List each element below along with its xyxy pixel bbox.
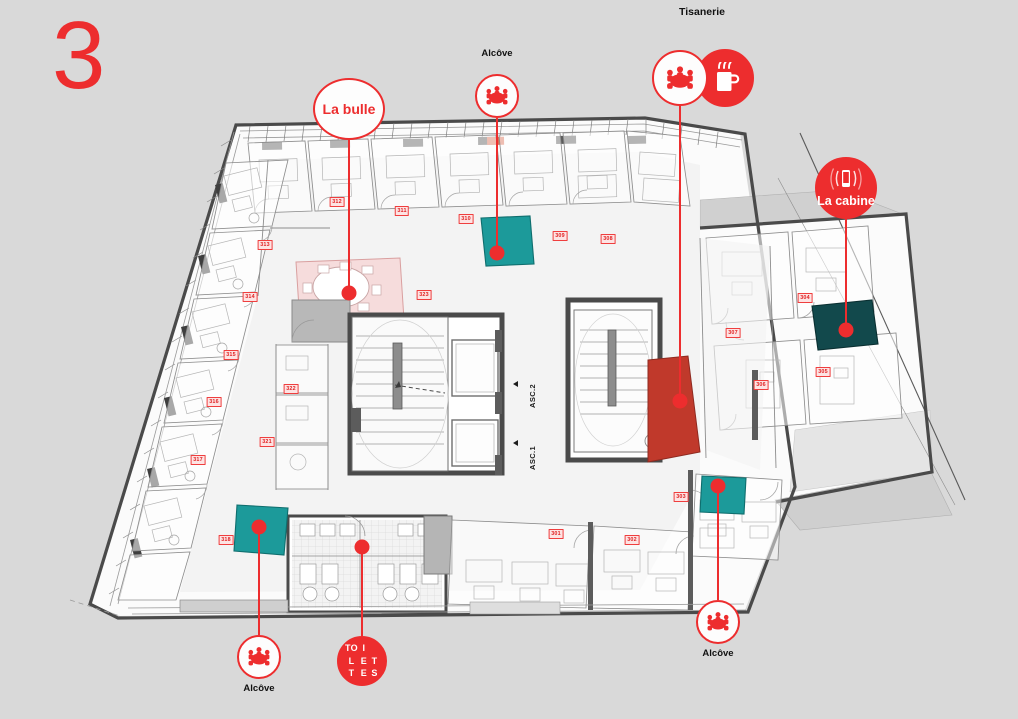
room-alcove-top	[480, 215, 535, 267]
room-number-tag: 316	[206, 397, 222, 407]
room-number-tag: 321	[259, 437, 275, 447]
leader-dot-alcove-bottom-right	[710, 478, 726, 494]
floor-number: 3	[52, 2, 105, 109]
leader-dot-toilettes	[354, 539, 370, 555]
room-number-tag: 305	[815, 367, 831, 377]
toilettes-cell: S	[371, 668, 378, 678]
toilettes-grid-icon: TO I L E T T E S	[345, 643, 379, 679]
marker-toilettes[interactable]: TO I L E T T E S	[337, 636, 387, 686]
marker-caption-alcove-top: Alcôve	[481, 48, 513, 59]
leader-dot-alcove-bottom-left	[251, 519, 267, 535]
toilettes-cell: T	[371, 655, 378, 666]
meeting-table-icon	[484, 85, 510, 107]
marker-label-la-bulle: La bulle	[322, 101, 376, 117]
tisanerie-meeting-circle	[652, 50, 708, 106]
coffee-cup-icon	[710, 62, 740, 94]
room-number-tag: 322	[283, 384, 299, 394]
room-number-tag: 312	[329, 197, 345, 207]
marker-la-cabine[interactable]: La cabine	[815, 157, 877, 219]
leader-line-la-cabine	[845, 218, 848, 330]
toilettes-cell: I	[362, 643, 366, 653]
room-number-tag: 314	[242, 292, 258, 302]
room-number-tag: 302	[624, 535, 640, 545]
leader-line-alcove-bottom-right	[717, 486, 720, 600]
room-number-tag: 308	[600, 234, 616, 244]
marker-caption-alcove-bottom-right: Alcôve	[702, 648, 734, 659]
meeting-table-icon	[664, 65, 696, 92]
marker-caption-tisanerie: Tisanerie	[679, 6, 725, 18]
room-number-tag: 323	[416, 290, 432, 300]
toilettes-cell: E	[360, 655, 368, 666]
marker-alcove-bottom-left[interactable]: Alcôve	[237, 635, 281, 694]
toilettes-cell	[370, 643, 379, 654]
marker-alcove-bottom-right[interactable]: Alcôve	[696, 600, 740, 659]
room-number-tag: 317	[190, 455, 206, 465]
leader-dot-tisanerie	[672, 393, 688, 409]
room-number-tag: 306	[753, 380, 769, 390]
marker-la-bulle[interactable]: La bulle	[313, 78, 385, 140]
asc1-label: ASC.1	[528, 445, 537, 470]
room-number-tag: 311	[394, 206, 410, 216]
toilettes-cell: TO	[345, 643, 358, 653]
leader-line-toilettes	[361, 547, 364, 636]
meeting-table-icon	[705, 611, 731, 633]
asc2-label: ASC.2	[528, 383, 537, 408]
toilettes-cell: E	[360, 668, 368, 678]
marker-label-la-cabine: La cabine	[817, 193, 875, 208]
room-tisanerie	[647, 355, 701, 463]
leader-dot-alcove-top	[489, 245, 505, 261]
asc2-arrow	[513, 381, 518, 387]
meeting-table-icon	[246, 646, 272, 668]
room-number-tag: 304	[797, 293, 813, 303]
room-number-tag: 307	[725, 328, 741, 338]
toilettes-cell: T	[348, 668, 355, 678]
phone-booth-icon	[828, 167, 864, 193]
room-number-tag: 313	[257, 240, 273, 250]
marker-alcove-top[interactable]: Alcôve	[475, 48, 519, 118]
leader-line-tisanerie	[679, 106, 682, 401]
room-number-tag: 309	[552, 231, 568, 241]
marker-caption-alcove-bottom-left: Alcôve	[243, 683, 275, 694]
leader-line-alcove-top	[496, 118, 499, 253]
room-number-tag: 310	[458, 214, 474, 224]
leader-dot-la-cabine	[838, 322, 854, 338]
room-number-tag: 303	[673, 492, 689, 502]
room-number-tag: 301	[548, 529, 564, 539]
leader-line-alcove-bottom-left	[258, 527, 261, 635]
asc1-arrow	[513, 440, 518, 446]
leader-dot-la-bulle	[341, 285, 357, 301]
marker-tisanerie[interactable]: Tisanerie	[652, 6, 754, 107]
leader-line-la-bulle	[348, 139, 351, 293]
room-number-tag: 318	[218, 535, 234, 545]
room-number-tag: 315	[223, 350, 239, 360]
plan-geometry	[69, 116, 966, 620]
toilettes-cell: L	[348, 655, 355, 666]
